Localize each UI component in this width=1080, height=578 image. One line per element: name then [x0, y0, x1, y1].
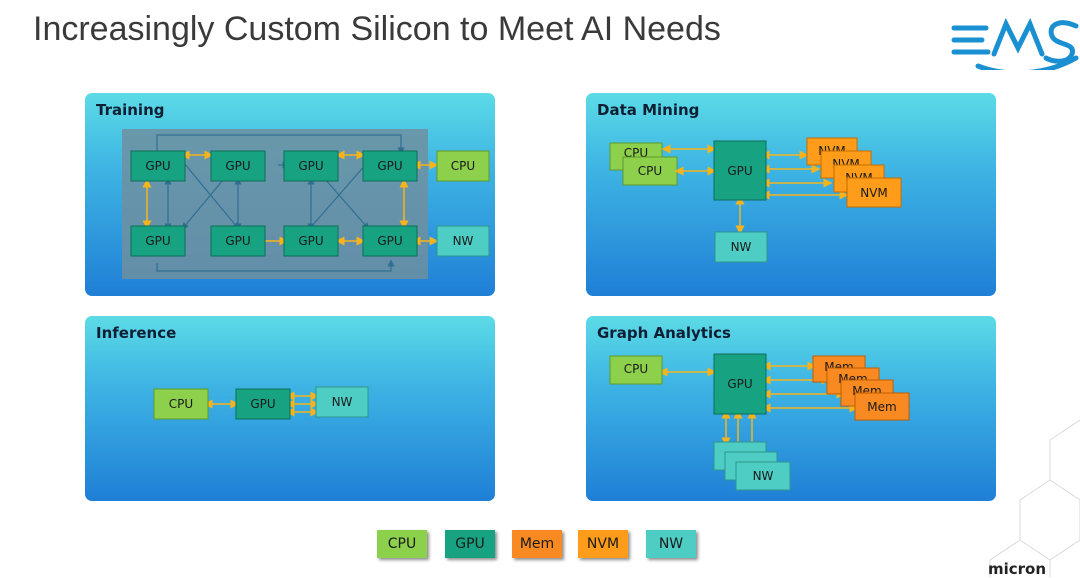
graph-analytics-mem-node: Mem [854, 392, 910, 421]
data-mining-gpu-node: GPU [713, 140, 767, 201]
training-diagram: GPU GPU GPU GPU GPU GPU GPU GPU [122, 129, 490, 279]
data-mining-label: Data Mining [597, 101, 700, 119]
inference-panel: Inference CPU GPU NW [85, 316, 495, 501]
legend-item-nvm: NVM [578, 530, 628, 558]
svg-text:Mem: Mem [867, 400, 896, 414]
svg-text:GPU: GPU [145, 234, 170, 248]
graph-analytics-nw-node: NW [735, 461, 791, 491]
svg-text:CPU: CPU [638, 164, 662, 178]
data-mining-cpu-node: CPU [622, 156, 678, 186]
inference-label: Inference [96, 324, 177, 342]
legend-item-cpu: CPU [377, 530, 427, 558]
svg-text:GPU: GPU [145, 159, 170, 173]
graph-analytics-diagram: CPU GPU Mem Mem Mem Mem NW [609, 353, 910, 491]
data-mining-nvm-node: NVM [846, 177, 902, 208]
svg-text:CPU: CPU [451, 159, 475, 173]
training-gpu-node: GPU [283, 225, 339, 257]
svg-text:GPU: GPU [225, 159, 250, 173]
data-mining-panel: Data Mining CPU CPU GPU [586, 93, 996, 296]
training-gpu-node: GPU [210, 225, 266, 257]
svg-text:NW: NW [453, 234, 474, 248]
svg-text:GPU: GPU [727, 164, 752, 178]
svg-text:GPU: GPU [225, 234, 250, 248]
legend-item-gpu: GPU [445, 530, 495, 558]
svg-text:NW: NW [753, 469, 774, 483]
svg-text:NVM: NVM [860, 186, 888, 200]
svg-text:CPU: CPU [624, 362, 648, 376]
inference-nw-node: NW [315, 386, 369, 418]
training-gpu-node: GPU [283, 150, 339, 182]
legend-item-mem: Mem [512, 530, 562, 558]
training-gpu-node: GPU [362, 225, 418, 257]
training-gpu-node: GPU [210, 150, 266, 182]
graph-analytics-label: Graph Analytics [597, 324, 731, 342]
svg-text:NW: NW [332, 395, 353, 409]
svg-text:CPU: CPU [169, 397, 193, 411]
svg-text:GPU: GPU [298, 234, 323, 248]
svg-text:GPU: GPU [298, 159, 323, 173]
training-gpu-node: GPU [130, 225, 186, 257]
svg-text:GPU: GPU [727, 377, 752, 391]
training-panel: Training [85, 93, 495, 296]
training-gpu-node: GPU [362, 150, 418, 182]
inference-diagram: CPU GPU NW [153, 386, 369, 420]
slide-title: Increasingly Custom Silicon to Meet AI N… [33, 10, 721, 48]
data-mining-diagram: CPU CPU GPU NVM NVM NVM [609, 137, 902, 263]
svg-text:GPU: GPU [250, 397, 275, 411]
training-nw-node: NW [436, 225, 490, 257]
graph-analytics-cpu-node: CPU [609, 355, 663, 385]
data-mining-nw-node: NW [714, 231, 768, 263]
training-cpu-node: CPU [436, 150, 490, 182]
graph-analytics-gpu-node: GPU [713, 353, 767, 415]
legend-item-nw: NW [646, 530, 696, 558]
training-gpu-node: GPU [130, 150, 186, 182]
inference-gpu-node: GPU [235, 388, 291, 420]
svg-text:GPU: GPU [377, 234, 402, 248]
svg-text:NW: NW [731, 240, 752, 254]
svg-text:GPU: GPU [377, 159, 402, 173]
inference-cpu-node: CPU [153, 388, 209, 420]
footer-brand-text: micron [988, 560, 1047, 578]
fms-logo-icon [951, 17, 1079, 70]
decorative-hex-lines [989, 419, 1080, 577]
graph-analytics-panel: Graph Analytics CPU GPU Mem [586, 316, 996, 501]
training-label: Training [96, 101, 165, 119]
